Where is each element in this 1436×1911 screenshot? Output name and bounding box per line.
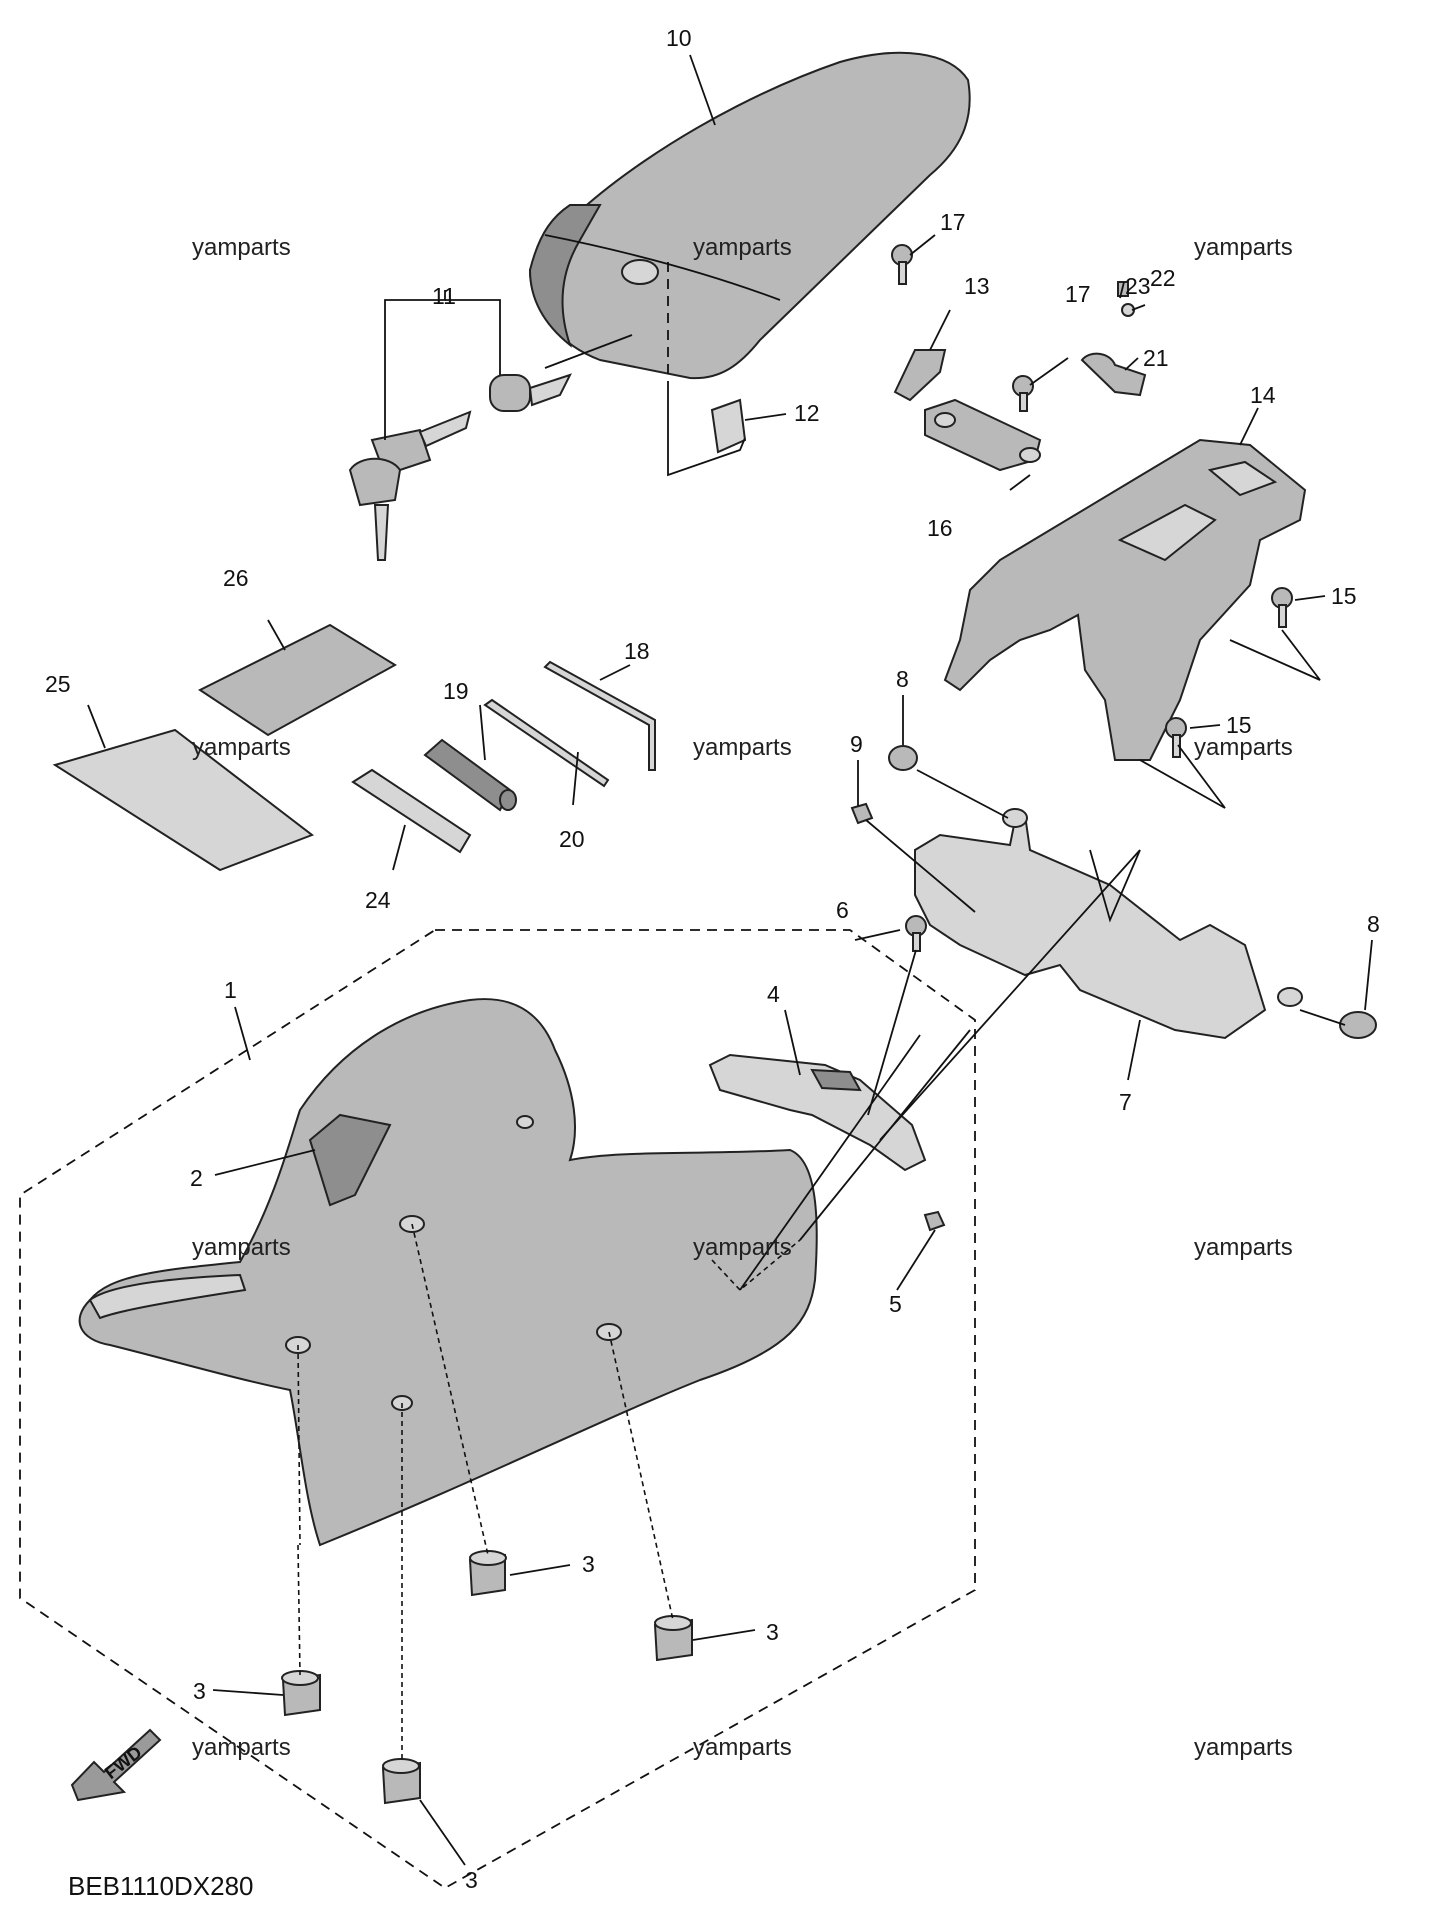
callout-13[interactable]: 13 bbox=[964, 273, 990, 299]
callout-22[interactable]: 22 bbox=[1150, 265, 1176, 291]
rear-seat-cowl-part[interactable] bbox=[528, 51, 971, 390]
dotted-assembly-lines bbox=[297, 1029, 971, 1763]
callout-18[interactable]: 18 bbox=[624, 638, 650, 664]
leader-lines bbox=[87, 54, 1373, 1866]
bolt-part-17a[interactable] bbox=[891, 244, 913, 285]
callout-1[interactable]: 1 bbox=[224, 977, 237, 1003]
hook-part-16[interactable] bbox=[924, 398, 1042, 472]
rear-frame-bracket-part[interactable] bbox=[943, 438, 1307, 761]
seat-strap-part-2[interactable] bbox=[308, 1113, 392, 1207]
callout-3[interactable]: 3 bbox=[766, 1619, 779, 1645]
callout-8[interactable]: 8 bbox=[896, 666, 909, 692]
seat-lock-key-set-part[interactable] bbox=[348, 334, 633, 561]
diagram-code: BEB1110DX280 bbox=[68, 1871, 254, 1901]
manual-part-26[interactable] bbox=[198, 623, 397, 737]
callout-5[interactable]: 5 bbox=[889, 1291, 902, 1317]
callout-21[interactable]: 21 bbox=[1143, 345, 1169, 371]
main-seat-part[interactable] bbox=[78, 998, 818, 1547]
watermarks: yamparts yamparts yamparts yamparts yamp… bbox=[192, 234, 1293, 1761]
callout-3[interactable]: 3 bbox=[193, 1678, 206, 1704]
callout-4[interactable]: 4 bbox=[767, 981, 780, 1007]
watermark: yamparts bbox=[192, 234, 291, 261]
bracket-part-13[interactable] bbox=[893, 349, 947, 402]
callout-16[interactable]: 16 bbox=[927, 515, 953, 541]
watermark: yamparts bbox=[1194, 1234, 1293, 1261]
callout-7[interactable]: 7 bbox=[1119, 1089, 1132, 1115]
callout-17[interactable]: 17 bbox=[1065, 281, 1091, 307]
callout-20[interactable]: 20 bbox=[559, 826, 585, 852]
damper-part-3c[interactable] bbox=[653, 1615, 693, 1662]
callout-3[interactable]: 3 bbox=[582, 1551, 595, 1577]
callout-15[interactable]: 15 bbox=[1226, 712, 1252, 738]
clip-part-12[interactable] bbox=[710, 398, 747, 454]
watermark: yamparts bbox=[192, 734, 291, 761]
callout-labels: 10 11 12 17 13 23 22 17 21 14 16 15 15 2… bbox=[45, 25, 1380, 1893]
nut-part-9[interactable] bbox=[850, 802, 874, 825]
bolt-part-15a[interactable] bbox=[1271, 587, 1293, 628]
callout-10[interactable]: 10 bbox=[666, 25, 692, 51]
screwdriver-bit-part-19[interactable] bbox=[423, 738, 517, 812]
plate-part-4[interactable] bbox=[708, 1053, 927, 1172]
bolt-part-17b[interactable] bbox=[1012, 375, 1034, 412]
watermark: yamparts bbox=[1194, 234, 1293, 261]
callout-9[interactable]: 9 bbox=[850, 731, 863, 757]
callout-11[interactable]: 11 bbox=[432, 283, 456, 309]
watermark: yamparts bbox=[192, 1734, 291, 1761]
plate-part-21[interactable] bbox=[1080, 352, 1147, 397]
bolt-part-15b[interactable] bbox=[1165, 717, 1187, 758]
callout-19[interactable]: 19 bbox=[443, 678, 469, 704]
tool-bag-part-25[interactable] bbox=[52, 728, 315, 872]
watermark: yamparts bbox=[693, 1734, 792, 1761]
callout-8[interactable]: 8 bbox=[1367, 911, 1380, 937]
callout-3[interactable]: 3 bbox=[465, 1867, 478, 1893]
watermark: yamparts bbox=[192, 1234, 291, 1261]
watermark: yamparts bbox=[693, 734, 792, 761]
tool-holder-part-24[interactable] bbox=[351, 768, 472, 854]
callout-6[interactable]: 6 bbox=[836, 897, 849, 923]
callout-26[interactable]: 26 bbox=[223, 565, 249, 591]
damper-part-3d[interactable] bbox=[381, 1758, 421, 1805]
bracket-part-7[interactable] bbox=[914, 808, 1303, 1040]
callout-15[interactable]: 15 bbox=[1331, 583, 1357, 609]
callout-12[interactable]: 12 bbox=[794, 400, 820, 426]
bolt-part-6[interactable] bbox=[905, 915, 927, 952]
watermark: yamparts bbox=[693, 234, 792, 261]
watermark: yamparts bbox=[1194, 1734, 1293, 1761]
callout-24[interactable]: 24 bbox=[365, 887, 391, 913]
callout-2[interactable]: 2 bbox=[190, 1165, 203, 1191]
fwd-arrow-icon: FWD bbox=[70, 1728, 162, 1802]
damper-part-3b[interactable] bbox=[281, 1670, 321, 1717]
watermark: yamparts bbox=[1194, 734, 1293, 761]
damper-part-8a[interactable] bbox=[888, 745, 918, 771]
watermark: yamparts bbox=[693, 1234, 792, 1261]
callout-25[interactable]: 25 bbox=[45, 671, 71, 697]
callout-14[interactable]: 14 bbox=[1250, 382, 1276, 408]
damper-part-8b[interactable] bbox=[1339, 1011, 1377, 1039]
nut-part-5[interactable] bbox=[923, 1210, 946, 1232]
damper-part-3a[interactable] bbox=[468, 1550, 507, 1597]
screwdriver-part-20[interactable] bbox=[483, 698, 610, 788]
callout-23[interactable]: 23 bbox=[1125, 273, 1151, 299]
callout-17[interactable]: 17 bbox=[940, 209, 966, 235]
hex-wrench-part-18[interactable] bbox=[543, 660, 656, 771]
